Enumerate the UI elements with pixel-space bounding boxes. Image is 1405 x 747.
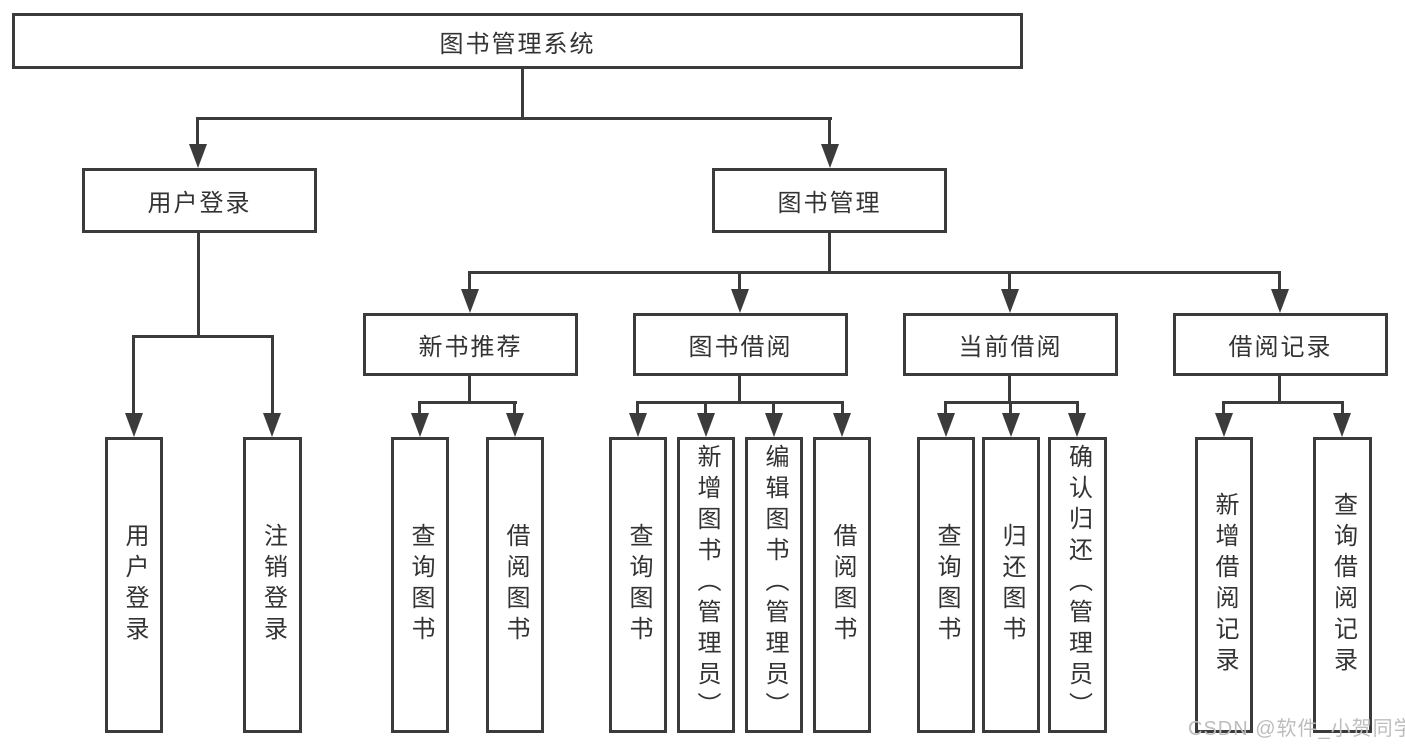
arrowhead-user-login (189, 144, 207, 168)
connector-level2-rail (196, 117, 832, 120)
leaf-borrow-books-recommend-label: 借阅图书 (502, 523, 529, 647)
connector-groupE-rail (1222, 401, 1344, 404)
leaf-confirm-return-admin: 确认归还（管理员） (1048, 437, 1107, 733)
leaf-borrow-books-borrow: 借阅图书 (813, 437, 871, 733)
connector-groupE-drop2 (1341, 401, 1344, 415)
connector-root-stem (521, 69, 524, 119)
node-user-login-label: 用户登录 (147, 190, 252, 217)
node-root: 图书管理系统 (12, 13, 1023, 69)
connector-user-login-stem (197, 233, 200, 338)
leaf-user-login-label: 用户登录 (121, 523, 148, 647)
leaf-borrow-books-borrow-label: 借阅图书 (829, 523, 856, 647)
connector-book-mgmt-drop (828, 117, 831, 147)
connector-record-stem (1278, 376, 1281, 404)
leaf-return-book: 归还图书 (982, 437, 1040, 733)
connector-l3-drop3 (1008, 271, 1011, 293)
arrowhead-book-mgmt (821, 144, 839, 168)
leaf-add-borrow-record: 新增借阅记录 (1195, 437, 1253, 733)
connector-groupB-drop2 (513, 401, 516, 415)
leaf-confirm-return-admin-label: 确认归还（管理员） (1064, 444, 1092, 723)
leaf-logout: 注销登录 (243, 437, 302, 733)
arrowhead-current-borrow (1001, 289, 1019, 313)
leaf-add-book-admin-label: 新增图书（管理员） (693, 444, 720, 723)
arrowhead-leaf-query-borrow (629, 413, 647, 437)
connector-current-stem (1008, 376, 1011, 404)
connector-groupB-drop1 (418, 401, 421, 415)
node-new-book-recommend-label: 新书推荐 (418, 334, 523, 361)
leaf-query-books-current-label: 查询图书 (933, 523, 960, 647)
leaf-return-book-label: 归还图书 (998, 523, 1025, 647)
connector-l3-drop1 (468, 271, 471, 293)
leaf-add-book-admin: 新增图书（管理员） (677, 437, 735, 733)
leaf-user-login: 用户登录 (105, 437, 163, 733)
node-user-login: 用户登录 (82, 168, 317, 233)
node-current-borrow-label: 当前借阅 (958, 334, 1063, 361)
node-new-book-recommend: 新书推荐 (363, 313, 578, 376)
arrowhead-new-book-recommend (461, 289, 479, 313)
connector-groupA-drop1 (132, 335, 135, 415)
leaf-query-books-current: 查询图书 (917, 437, 975, 733)
node-book-borrow: 图书借阅 (633, 313, 848, 376)
node-book-management: 图书管理 (712, 168, 947, 233)
connector-groupD-drop1 (944, 401, 947, 415)
leaf-logout-label: 注销登录 (259, 523, 287, 647)
leaf-query-borrow-record-label: 查询借阅记录 (1329, 492, 1357, 678)
connector-level3-rail (468, 271, 1281, 274)
node-book-management-label: 图书管理 (777, 190, 882, 217)
leaf-edit-book-admin: 编辑图书（管理员） (745, 437, 803, 733)
connector-groupE-drop1 (1222, 401, 1225, 415)
connector-l3-drop4 (1278, 271, 1281, 293)
arrowhead-leaf-user-login (125, 413, 143, 437)
node-borrow-record-label: 借阅记录 (1228, 334, 1333, 361)
node-borrow-record: 借阅记录 (1173, 313, 1388, 376)
connector-groupC-drop2 (704, 401, 707, 415)
arrowhead-leaf-borrow-book (833, 413, 851, 437)
node-current-borrow: 当前借阅 (903, 313, 1118, 376)
arrowhead-leaf-confirm-return (1068, 413, 1086, 437)
arrowhead-leaf-logout (263, 413, 281, 437)
connector-borrow-stem (738, 376, 741, 404)
connector-groupC-drop1 (636, 401, 639, 415)
leaf-query-books-recommend: 查询图书 (391, 437, 449, 733)
node-book-borrow-label: 图书借阅 (688, 334, 793, 361)
connector-l3-drop2 (738, 271, 741, 293)
arrowhead-leaf-return-book (1002, 413, 1020, 437)
connector-groupC-drop3 (772, 401, 775, 415)
connector-groupA-rail (132, 335, 274, 338)
leaf-query-books-borrow: 查询图书 (609, 437, 667, 733)
connector-groupB-rail (418, 401, 517, 404)
connector-book-mgmt-stem (828, 233, 831, 274)
connector-groupC-drop4 (841, 401, 844, 415)
leaf-edit-book-admin-label: 编辑图书（管理员） (761, 444, 788, 723)
arrowhead-leaf-add-book (697, 413, 715, 437)
arrowhead-borrow-record (1271, 289, 1289, 313)
connector-groupC-rail (636, 401, 844, 404)
connector-user-login-drop (196, 117, 199, 147)
arrowhead-leaf-borrow-recommend (506, 413, 524, 437)
arrowhead-leaf-edit-book (765, 413, 783, 437)
csdn-watermark: CSDN @软件_小贺同学 (1188, 718, 1405, 740)
arrowhead-leaf-query-recommend (411, 413, 429, 437)
arrowhead-leaf-query-record (1333, 413, 1351, 437)
leaf-borrow-books-recommend: 借阅图书 (486, 437, 544, 733)
connector-groupA-drop2 (271, 335, 274, 415)
node-root-label: 图书管理系统 (439, 30, 596, 58)
leaf-query-books-recommend-label: 查询图书 (407, 523, 434, 647)
leaf-query-borrow-record: 查询借阅记录 (1313, 437, 1372, 733)
connector-groupD-drop3 (1076, 401, 1079, 415)
connector-groupD-drop2 (1009, 401, 1012, 415)
arrowhead-book-borrow (731, 289, 749, 313)
arrowhead-leaf-query-current (937, 413, 955, 437)
leaf-query-books-borrow-label: 查询图书 (625, 523, 652, 647)
leaf-add-borrow-record-label: 新增借阅记录 (1211, 492, 1238, 678)
connector-recommend-stem (468, 376, 471, 404)
arrowhead-leaf-add-record (1215, 413, 1233, 437)
